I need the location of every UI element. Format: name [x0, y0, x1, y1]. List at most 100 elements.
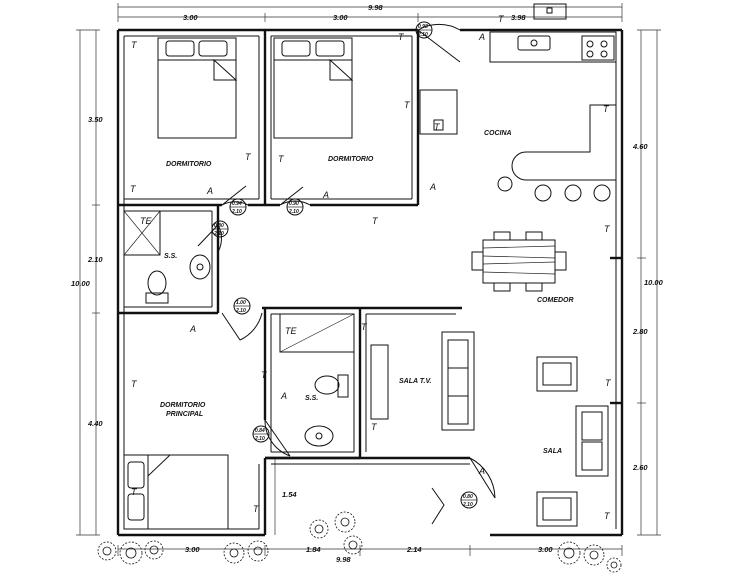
door-tag: 1.00 2.10 — [233, 297, 251, 315]
shrub-icon — [223, 542, 245, 564]
bed-icon — [157, 37, 238, 139]
armchair-icon — [536, 491, 578, 527]
furniture — [123, 3, 617, 530]
dim-bottom-total: 9.98 — [336, 555, 351, 564]
door-tag-w: 0.80 — [463, 494, 473, 500]
shrub-icon — [334, 511, 356, 533]
marker-t: T — [131, 379, 138, 389]
sink-icon — [533, 3, 567, 20]
door-tag-w: 0.90 — [289, 201, 299, 207]
marker-t: T — [130, 184, 137, 194]
marker-t: T — [361, 322, 368, 332]
label-principal: PRINCIPAL — [166, 411, 203, 418]
bed-icon — [123, 454, 229, 530]
label-cocina: COCINA — [484, 130, 512, 137]
label-te-1: TE — [140, 216, 152, 226]
shrub-icon — [144, 540, 164, 560]
dim-left-total: 10.00 — [71, 279, 91, 288]
marker-t: T — [404, 100, 411, 110]
dim-bottom-3: 2.14 — [406, 545, 422, 554]
door-tag-w: 0.80 — [214, 223, 224, 229]
shrub-icon — [97, 541, 117, 561]
marker-a: A — [478, 32, 485, 42]
door-tag-h: 2.10 — [235, 308, 246, 314]
dim-right-total: 10.00 — [644, 278, 664, 287]
door-tag: 0.90 2.10 — [286, 198, 304, 216]
door-tag-w: 1.00 — [236, 300, 246, 306]
marker-t: T — [253, 504, 260, 514]
outlet-markers: T T T A T T T A T A T A T T T A T T T T … — [130, 14, 612, 521]
door-tag: 0.98 2.10 — [415, 21, 433, 39]
marker-t: T — [371, 422, 378, 432]
shower-icon — [123, 210, 161, 256]
marker-a: A — [280, 391, 287, 401]
door-tag-h: 2.10 — [288, 209, 299, 215]
shrub-icon — [119, 541, 143, 565]
dim-left-2: 2.10 — [87, 255, 103, 264]
marker-t: T — [498, 14, 505, 24]
door-tag: 0.80 2.10 — [211, 220, 229, 238]
door-tag-h: 2.10 — [213, 231, 224, 237]
door-tag-w: 0.94 — [232, 201, 242, 207]
marker-t: T — [278, 154, 285, 164]
door-tags: 0.98 2.10 0.94 2.10 0.90 2.10 0.80 2.10 … — [211, 21, 478, 509]
marker-a: A — [429, 182, 436, 192]
marker-a: A — [478, 466, 485, 476]
door-tag: 0.94 2.10 — [229, 198, 247, 216]
washbasin-icon — [189, 254, 211, 280]
toilet-icon — [145, 270, 169, 304]
dim-bottom-4: 3.00 — [538, 545, 553, 554]
chevron-icon — [431, 487, 445, 525]
marker-a: A — [206, 186, 213, 196]
marker-t: T — [604, 511, 611, 521]
door-tag-h: 2.10 — [462, 502, 473, 508]
desk-icon — [419, 89, 458, 135]
marker-a: A — [189, 324, 196, 334]
label-dormitorio-2: DORMITORIO — [328, 156, 374, 163]
kitchen-counter-icon — [489, 31, 617, 63]
toilet-icon — [314, 374, 349, 398]
door-tag-w: 0.98 — [418, 24, 428, 30]
label-sala-tv: SALA T.V. — [399, 378, 431, 385]
doors — [197, 23, 496, 499]
label-comedor: COMEDOR — [537, 297, 574, 304]
label-sala: SALA — [543, 448, 562, 455]
door-tag-h: 2.10 — [231, 209, 242, 215]
dim-left-3: 4.40 — [87, 419, 103, 428]
marker-t: T — [603, 104, 610, 114]
label-ss-1: S.S. — [164, 253, 177, 260]
dim-top-total: 9.98 — [368, 3, 383, 12]
bed-icon — [273, 37, 354, 139]
marker-t: T — [604, 224, 611, 234]
dim-porch: 1.54 — [282, 490, 297, 499]
dim-right-2: 2.80 — [632, 327, 648, 336]
dim-bottom-1: 3.00 — [185, 545, 200, 554]
marker-t: T — [434, 122, 441, 132]
dining-table-icon — [471, 231, 567, 292]
label-dormitorio-principal: DORMITORIO — [160, 402, 206, 409]
door-tag: 0.80 2.10 — [460, 491, 478, 509]
sofa-icon — [441, 331, 475, 431]
dim-top-3: 3.98 — [511, 13, 526, 22]
dim-bottom-2: 1.84 — [306, 545, 321, 554]
marker-t: T — [372, 216, 379, 226]
kitchen-bar-icon — [497, 104, 617, 202]
room-labels: DORMITORIO DORMITORIO COCINA S.S. COMEDO… — [140, 130, 574, 455]
armchair-icon — [536, 356, 578, 392]
dimension-labels: 9.98 3.00 3.00 3.98 3.00 1.84 2.14 3.00 … — [71, 3, 664, 564]
door-tag-w: 0.84 — [255, 428, 265, 434]
door-tag-h: 2.10 — [417, 32, 428, 38]
shrub-icon — [309, 519, 329, 539]
sofa-icon — [575, 405, 609, 477]
dim-top-1: 3.00 — [183, 13, 198, 22]
shrub-icon — [247, 540, 269, 562]
dim-left-1: 3.50 — [88, 115, 103, 124]
walls — [116, 28, 624, 537]
marker-t: T — [131, 487, 138, 497]
label-ss-2: S.S. — [305, 395, 318, 402]
dimension-lines — [76, 3, 661, 556]
shrub-icon — [583, 544, 605, 566]
door-tag: 0.84 2.10 — [252, 425, 270, 443]
marker-t: T — [245, 152, 252, 162]
